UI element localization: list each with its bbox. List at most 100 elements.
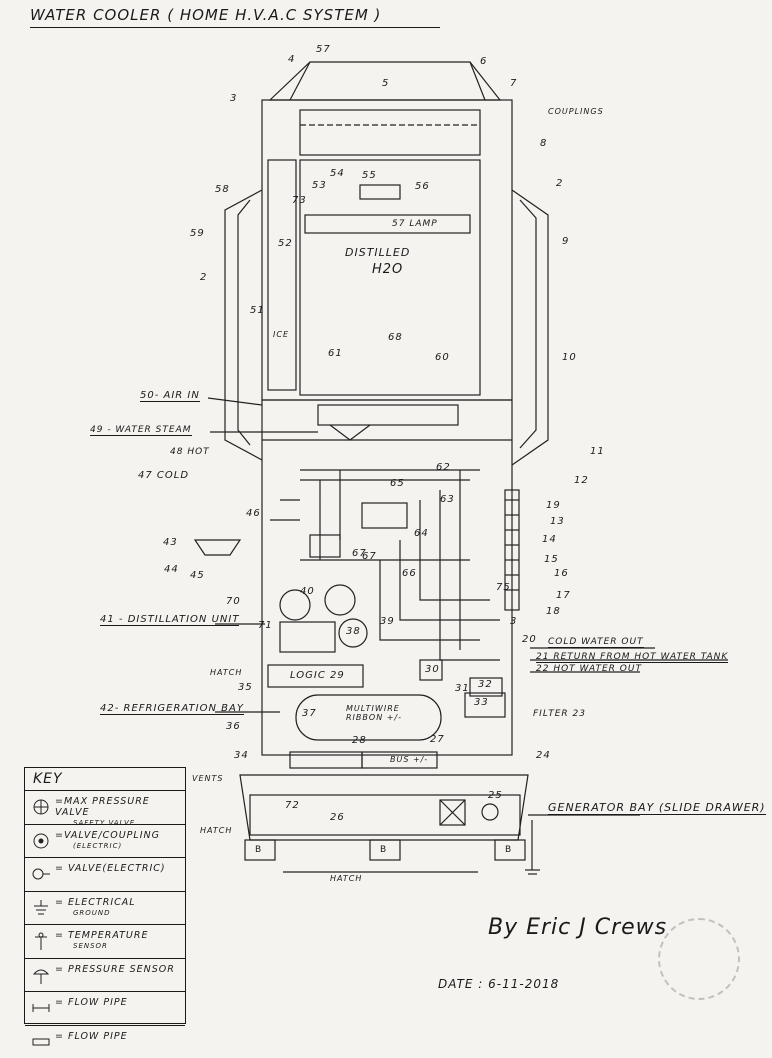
part-number: 14 <box>542 534 557 545</box>
key-item-sub: GROUND <box>55 908 136 919</box>
couplings-label: COUPLINGS <box>548 107 604 116</box>
notary-stamp <box>658 918 740 1000</box>
air-in-label: 50- AIR IN <box>140 390 200 402</box>
part-number: 24 <box>536 750 551 761</box>
key-title: KEY <box>25 768 185 791</box>
part-number: 34 <box>234 750 249 761</box>
multiwire-label: MULTIWIRE RIBBON +/- <box>346 704 406 722</box>
part-number: 4 <box>288 54 295 65</box>
distilled-label: DISTILLED <box>345 246 410 259</box>
part-number: 19 <box>546 500 561 511</box>
part-number: 2 <box>200 272 207 283</box>
pressure-sensor-icon <box>31 965 51 985</box>
part-number: 10 <box>562 352 577 363</box>
base-foot-label: B <box>255 845 261 855</box>
part-number: 17 <box>556 590 571 601</box>
part-number: 26 <box>330 812 345 823</box>
key-item: = FLOW PIPE <box>25 1026 185 1058</box>
part-number: 73 <box>292 195 307 206</box>
part-number: 33 <box>474 697 489 708</box>
part-number: 27 <box>430 734 445 745</box>
part-number: 64 <box>414 528 429 539</box>
part-number: 39 <box>380 616 395 627</box>
part-number: 59 <box>190 228 205 239</box>
base-foot-label: B <box>380 845 386 855</box>
part-number: 3 <box>230 93 237 104</box>
hatch-label: HATCH <box>200 826 232 835</box>
vents-label: VENTS <box>192 774 223 783</box>
key-item-label: =VALVE/COUPLING <box>55 830 160 841</box>
key-item-label: =MAX PRESSURE VALVE <box>55 796 150 818</box>
part-number: 40 <box>300 586 315 597</box>
electrical-ground-icon <box>31 898 51 918</box>
key-item: =VALVE/COUPLING(ELECTRIC) <box>25 825 185 859</box>
part-number: 32 <box>478 679 493 690</box>
part-number: 35 <box>238 682 253 693</box>
key-item-label: = PRESSURE SENSOR <box>55 964 175 975</box>
part-number: 12 <box>574 475 589 486</box>
generator-bay-label: GENERATOR BAY (SLIDE DRAWER) <box>548 801 766 815</box>
part-number: 55 <box>362 170 377 181</box>
part-number: 72 <box>285 800 300 811</box>
part-number: 7 <box>510 78 517 89</box>
key-item-label: = FLOW PIPE <box>55 1031 128 1042</box>
part-number: 51 <box>250 305 265 316</box>
flow-pipe-icon <box>31 998 51 1018</box>
cold-water-out-label: COLD WATER OUT <box>548 637 644 648</box>
part-number: 63 <box>440 494 455 505</box>
key-item-sub: SENSOR <box>55 941 148 952</box>
part-number: 71 <box>258 620 273 631</box>
key-item-label: = ELECTRICAL <box>55 897 136 908</box>
part-number: 45 <box>190 570 205 581</box>
distillation-unit-label: 41 - DISTILLATION UNIT <box>100 614 239 626</box>
part-number: 18 <box>546 606 561 617</box>
part-number: 46 <box>246 508 261 519</box>
part-number: 67 <box>362 551 377 562</box>
refrigeration-bay-label: 42- REFRIGERATION BAY <box>100 703 244 715</box>
part-number: 13 <box>550 516 565 527</box>
hatch-label: HATCH <box>330 874 362 883</box>
ice-label: ICE <box>273 330 289 339</box>
part-number: 31 <box>455 683 470 694</box>
date-label: DATE : 6-11-2018 <box>438 977 559 991</box>
signature: By Eric J Crews <box>488 915 667 940</box>
key-item: = PRESSURE SENSOR <box>25 959 185 993</box>
part-number: 20 <box>522 634 537 645</box>
part-number: 36 <box>226 721 241 732</box>
part-number: 6 <box>480 56 487 67</box>
key-item: = VALVE(ELECTRIC) <box>25 858 185 892</box>
part-number: 68 <box>388 332 403 343</box>
part-number: 25 <box>488 790 503 801</box>
key-item-label: = VALVE(ELECTRIC) <box>55 863 166 874</box>
part-number: 75 <box>496 582 511 593</box>
key-item: = FLOW PIPE <box>25 992 185 1026</box>
valve-coupling-icon <box>31 831 51 851</box>
part-number: 65 <box>390 478 405 489</box>
part-number: 62 <box>436 462 451 473</box>
part-number: 28 <box>352 735 367 746</box>
h2o-label: H2O <box>372 262 403 277</box>
filter-label: FILTER 23 <box>533 709 586 719</box>
hot-label: 48 HOT <box>170 447 210 457</box>
flow-pipe-2-icon <box>31 1032 51 1052</box>
key-item-label: = TEMPERATURE <box>55 930 148 941</box>
part-number: 56 <box>415 181 430 192</box>
temperature-sensor-icon <box>31 931 51 951</box>
logic-label: LOGIC 29 <box>290 670 345 681</box>
max-pressure-valve-icon <box>31 797 51 817</box>
part-number: 52 <box>278 238 293 249</box>
base-foot-label: B <box>505 845 511 855</box>
return-hot-label: 21 RETURN FROM HOT WATER TANK <box>536 652 728 663</box>
lamp-label: 57 LAMP <box>392 219 438 229</box>
part-number: 2 <box>556 178 563 189</box>
part-number: 30 <box>425 664 440 675</box>
part-number: 9 <box>562 236 569 247</box>
part-number: 5 <box>382 78 389 89</box>
part-number: 15 <box>544 554 559 565</box>
part-number: 44 <box>164 564 179 575</box>
part-number: 3 <box>510 616 517 627</box>
